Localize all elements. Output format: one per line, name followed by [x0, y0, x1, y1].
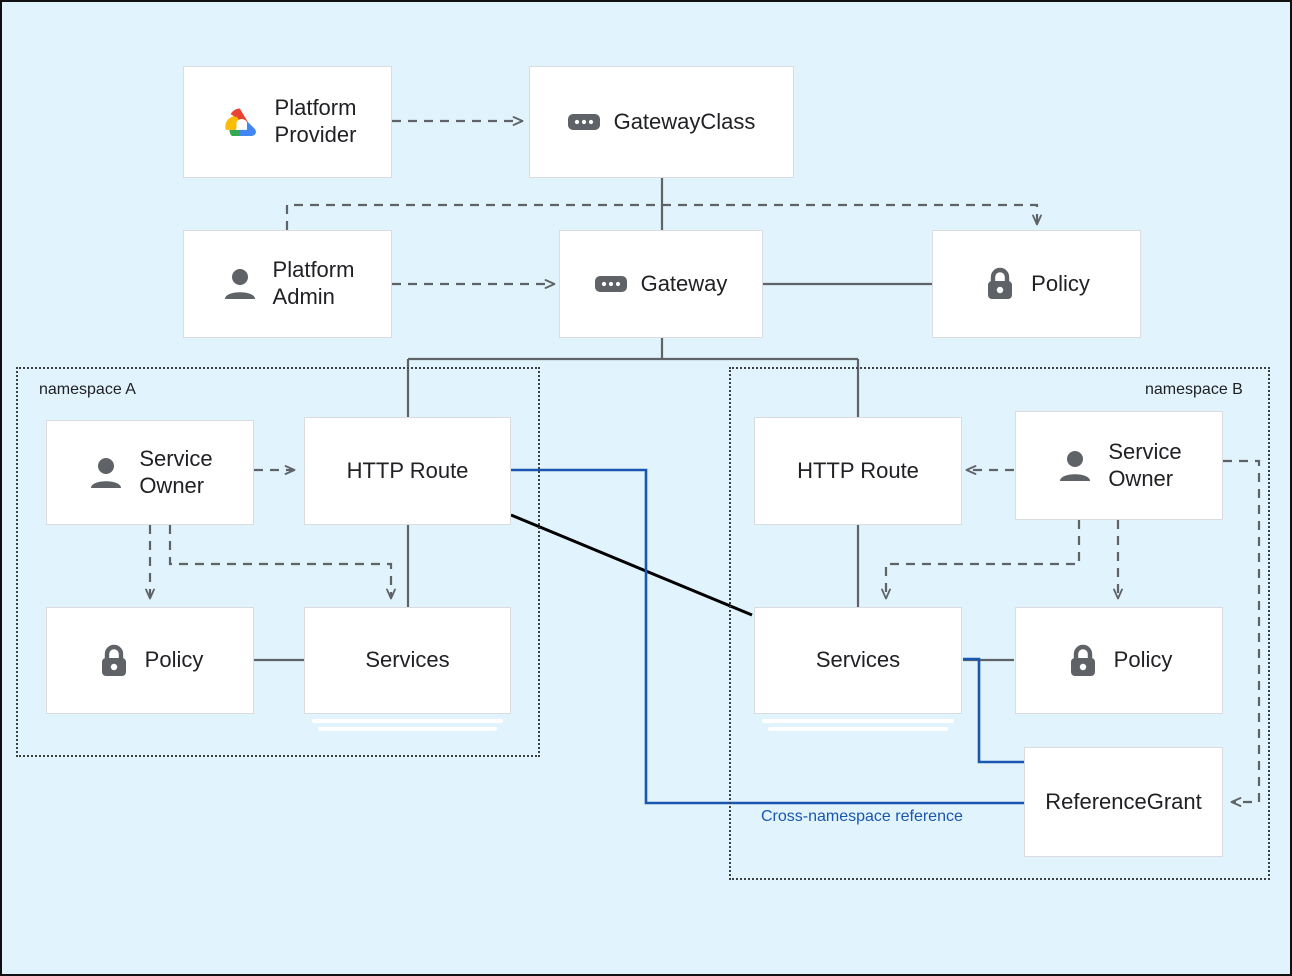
- person-icon: [1060, 450, 1091, 481]
- gateway-icon: [567, 114, 600, 130]
- node-platform-provider[interactable]: Platform Provider: [183, 66, 392, 178]
- node-label: Platform Admin: [272, 257, 355, 309]
- node-label: HTTP Route: [346, 457, 469, 483]
- node-label: ReferenceGrant: [1045, 788, 1202, 814]
- node-policy-top[interactable]: Policy: [932, 230, 1141, 338]
- edge-route-a-to-services-b: [510, 513, 753, 617]
- node-http-route-b[interactable]: HTTP Route: [754, 417, 962, 525]
- node-gateway[interactable]: Gateway: [559, 230, 763, 338]
- lock-icon: [988, 267, 1013, 299]
- node-label: HTTP Route: [797, 457, 919, 483]
- cross-namespace-reference-label: Cross-namespace reference: [761, 808, 963, 825]
- lock-icon: [1070, 644, 1095, 676]
- services-b-stack-decoration: [762, 715, 954, 731]
- namespace-a-boundary: [16, 367, 540, 757]
- namespace-b-boundary: [729, 367, 1270, 880]
- node-label: Platform Provider: [274, 95, 357, 147]
- node-services-b[interactable]: Services: [754, 607, 962, 714]
- namespace-a-label: namespace A: [39, 381, 136, 398]
- person-icon: [224, 269, 255, 299]
- edge-admin-to-policy-top: [285, 203, 1042, 230]
- node-label: Gateway: [640, 270, 728, 296]
- services-a-stack-decoration: [312, 715, 503, 731]
- node-label: Policy: [1113, 647, 1173, 673]
- node-label: Service Owner: [139, 445, 213, 498]
- node-reference-grant[interactable]: ReferenceGrant: [1024, 747, 1223, 857]
- node-service-owner-b[interactable]: Service Owner: [1015, 411, 1223, 520]
- node-label: Service Owner: [1108, 438, 1182, 491]
- node-services-a[interactable]: Services: [304, 607, 511, 714]
- node-label: Policy: [144, 647, 204, 673]
- google-cloud-icon: [224, 108, 256, 136]
- lock-icon: [101, 644, 126, 676]
- node-policy-b[interactable]: Policy: [1015, 607, 1223, 714]
- node-label: Services: [365, 647, 450, 673]
- node-platform-admin[interactable]: Platform Admin: [183, 230, 392, 338]
- node-label: GatewayClass: [613, 108, 756, 134]
- node-label: Services: [815, 647, 901, 673]
- node-http-route-a[interactable]: HTTP Route: [304, 417, 511, 525]
- node-gatewayclass[interactable]: GatewayClass: [529, 66, 794, 178]
- namespace-b-label: namespace B: [1145, 381, 1243, 398]
- gateway-icon: [594, 276, 627, 292]
- node-service-owner-a[interactable]: Service Owner: [46, 420, 254, 525]
- node-label: Policy: [1031, 270, 1090, 296]
- person-icon: [91, 457, 122, 488]
- node-policy-a[interactable]: Policy: [46, 607, 254, 714]
